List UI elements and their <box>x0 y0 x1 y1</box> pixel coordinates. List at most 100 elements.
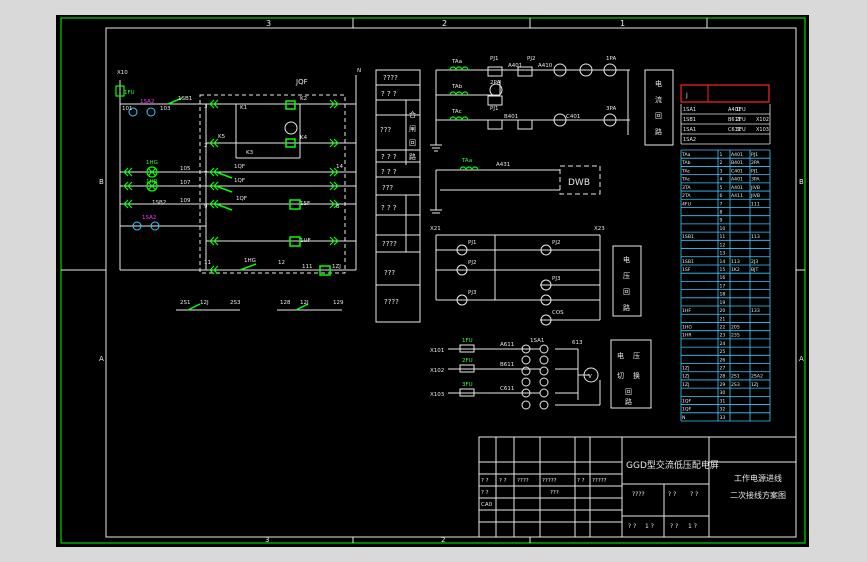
terminal-row-num: 30 <box>720 390 726 396</box>
terminal-row-dev: 113 <box>751 234 760 240</box>
legend-row-8: ??? <box>384 269 395 277</box>
switch-input-x103: X103 <box>430 392 445 398</box>
lamp-1hg: 1HG <box>146 160 158 166</box>
switch-panel-text: 电 压 切 换 回 路 <box>617 351 640 406</box>
title-model: GGD型交流低压配电屏 <box>626 459 719 471</box>
legend-side-1: 闸 <box>409 125 416 133</box>
terminal-row-num: 3 <box>720 168 723 174</box>
title-bottom-2: ? ? <box>670 523 678 530</box>
terminal-row-name: N <box>682 415 685 421</box>
switch-wire-a611: A611 <box>500 342 514 348</box>
terminal-row-name: 1SB1 <box>682 259 694 265</box>
wire-105: 105 <box>180 166 191 172</box>
control-chevrons <box>123 99 339 275</box>
wire-107: 107 <box>180 180 191 186</box>
terminal-row-name: 1HG <box>682 324 692 330</box>
title-bottom-3: 1 ? <box>688 523 697 530</box>
voltage-x23: X23 <box>594 226 605 232</box>
terminal-row-num: 12 <box>720 242 726 248</box>
voltage-panel-text: 电 压 回 路 <box>623 255 630 312</box>
title-cell-r1-3: ????? <box>542 478 557 484</box>
terminal-row-dev: JIVB <box>750 185 760 191</box>
fuse-1fu: 1FU <box>124 90 135 96</box>
legend-row-3: ? ? ? <box>381 153 397 161</box>
terminal-row-dev: 111 <box>751 201 760 207</box>
switch-panel-0: 电 <box>617 351 624 360</box>
terminal-row-name: 1QF <box>682 407 692 413</box>
contact-k4: K4 <box>300 135 308 141</box>
meter-pj2-r1: PJ2 <box>527 56 535 62</box>
terminal-top-extra: X103 <box>756 127 769 133</box>
title-cell-r2-0: ? ? <box>481 490 489 496</box>
current-panel <box>644 69 674 146</box>
terminal-row-wire: 1K2 <box>731 267 740 273</box>
contact-1qf-b: 1QF <box>234 178 245 184</box>
title-line-1: 工作电源进线 <box>734 473 782 483</box>
legend-side-0: 合 <box>409 110 416 119</box>
wire-111: 111 <box>302 264 313 270</box>
vmeter-pj1: PJ1 <box>468 240 476 246</box>
current-panel-3: 路 <box>655 127 662 136</box>
terminal-row-name: 1ZJ <box>682 382 689 388</box>
vmeter-cos: COS <box>552 310 564 316</box>
contact-k3: K3 <box>246 150 254 156</box>
contact-1qf-c: 1QF <box>236 196 247 202</box>
switch-613: 613 <box>572 340 583 346</box>
switch-wire-b611: B611 <box>500 362 514 368</box>
lamp-1hr: 1HR <box>146 179 158 185</box>
terminal-row-wire: 235 <box>731 333 740 339</box>
legend-row-6: ? ? ? <box>381 204 397 212</box>
terminal-row-num: 1 <box>720 152 723 158</box>
terminal-top-extra: X102 <box>756 117 769 123</box>
legend-row-7: ???? <box>382 240 397 248</box>
wire-109: 109 <box>180 198 191 204</box>
switch-circles <box>128 107 160 231</box>
legend-row-9: ???? <box>384 298 399 306</box>
vmeter-pj3-b: PJ3 <box>552 276 561 282</box>
terminal-row-wire: 113 <box>731 259 740 265</box>
meter-2pa: 2PA <box>490 80 500 86</box>
legend-side-3: 路 <box>409 152 416 161</box>
legend-row-0: ???? <box>383 74 398 82</box>
terminal-top-wire: C611 <box>728 127 741 133</box>
terminal-row-num: 8 <box>720 209 723 215</box>
legend-row-4: ? ? ? <box>381 168 397 176</box>
terminal-row-name: 3TA <box>682 185 691 191</box>
control-coils <box>167 97 331 311</box>
terminal-row-dev: PJ1 <box>751 152 758 158</box>
title-cell-r1-2: ???? <box>517 478 529 484</box>
node-3: 3 <box>204 104 208 110</box>
source-x10: X10 <box>117 70 128 76</box>
terminal-row-num: 17 <box>720 283 726 289</box>
terminal-row-num: 9 <box>720 218 723 224</box>
switch-input-x102: X102 <box>430 368 444 374</box>
terminal-row-num: 27 <box>720 366 726 372</box>
contact-k5: K5 <box>218 134 226 140</box>
terminal-row-dev: BJT <box>751 267 759 273</box>
ct-tab: TAb <box>451 84 463 90</box>
terminal-row-num: 18 <box>720 292 726 298</box>
title-block-text: GGD型交流低压配电屏 工作电源进线 二次接线方案图 ? ? ? ? ???? … <box>481 459 786 530</box>
current-panel-0: 电 <box>655 79 662 88</box>
terminal-row-name: TAb <box>681 160 691 166</box>
terminal-row-dev: 2PA <box>751 160 760 166</box>
wire-103: 103 <box>160 106 171 112</box>
terminal-row-wire: A401 <box>731 152 743 158</box>
wire-101: 101 <box>122 106 133 112</box>
terminal-row-name: 1ZJ <box>682 366 689 372</box>
terminal-row-num: 33 <box>720 415 726 421</box>
current-circuit-wiring <box>430 63 674 214</box>
ct-tac: TAc <box>451 109 462 115</box>
grid-bottom-2: 2 <box>441 536 445 544</box>
contact-1uf: 1UF <box>300 238 311 244</box>
terminal-row-wire: B401 <box>731 160 743 166</box>
switch-wire-c611: C611 <box>500 386 514 392</box>
terminal-row-wire: 205 <box>731 324 740 330</box>
outer-border <box>60 17 806 544</box>
contact-k2: K2 <box>300 96 307 102</box>
terminal-row-num: 25 <box>720 349 726 355</box>
wire-b401: B401 <box>504 114 518 120</box>
dwb-wire: A431 <box>496 162 510 168</box>
